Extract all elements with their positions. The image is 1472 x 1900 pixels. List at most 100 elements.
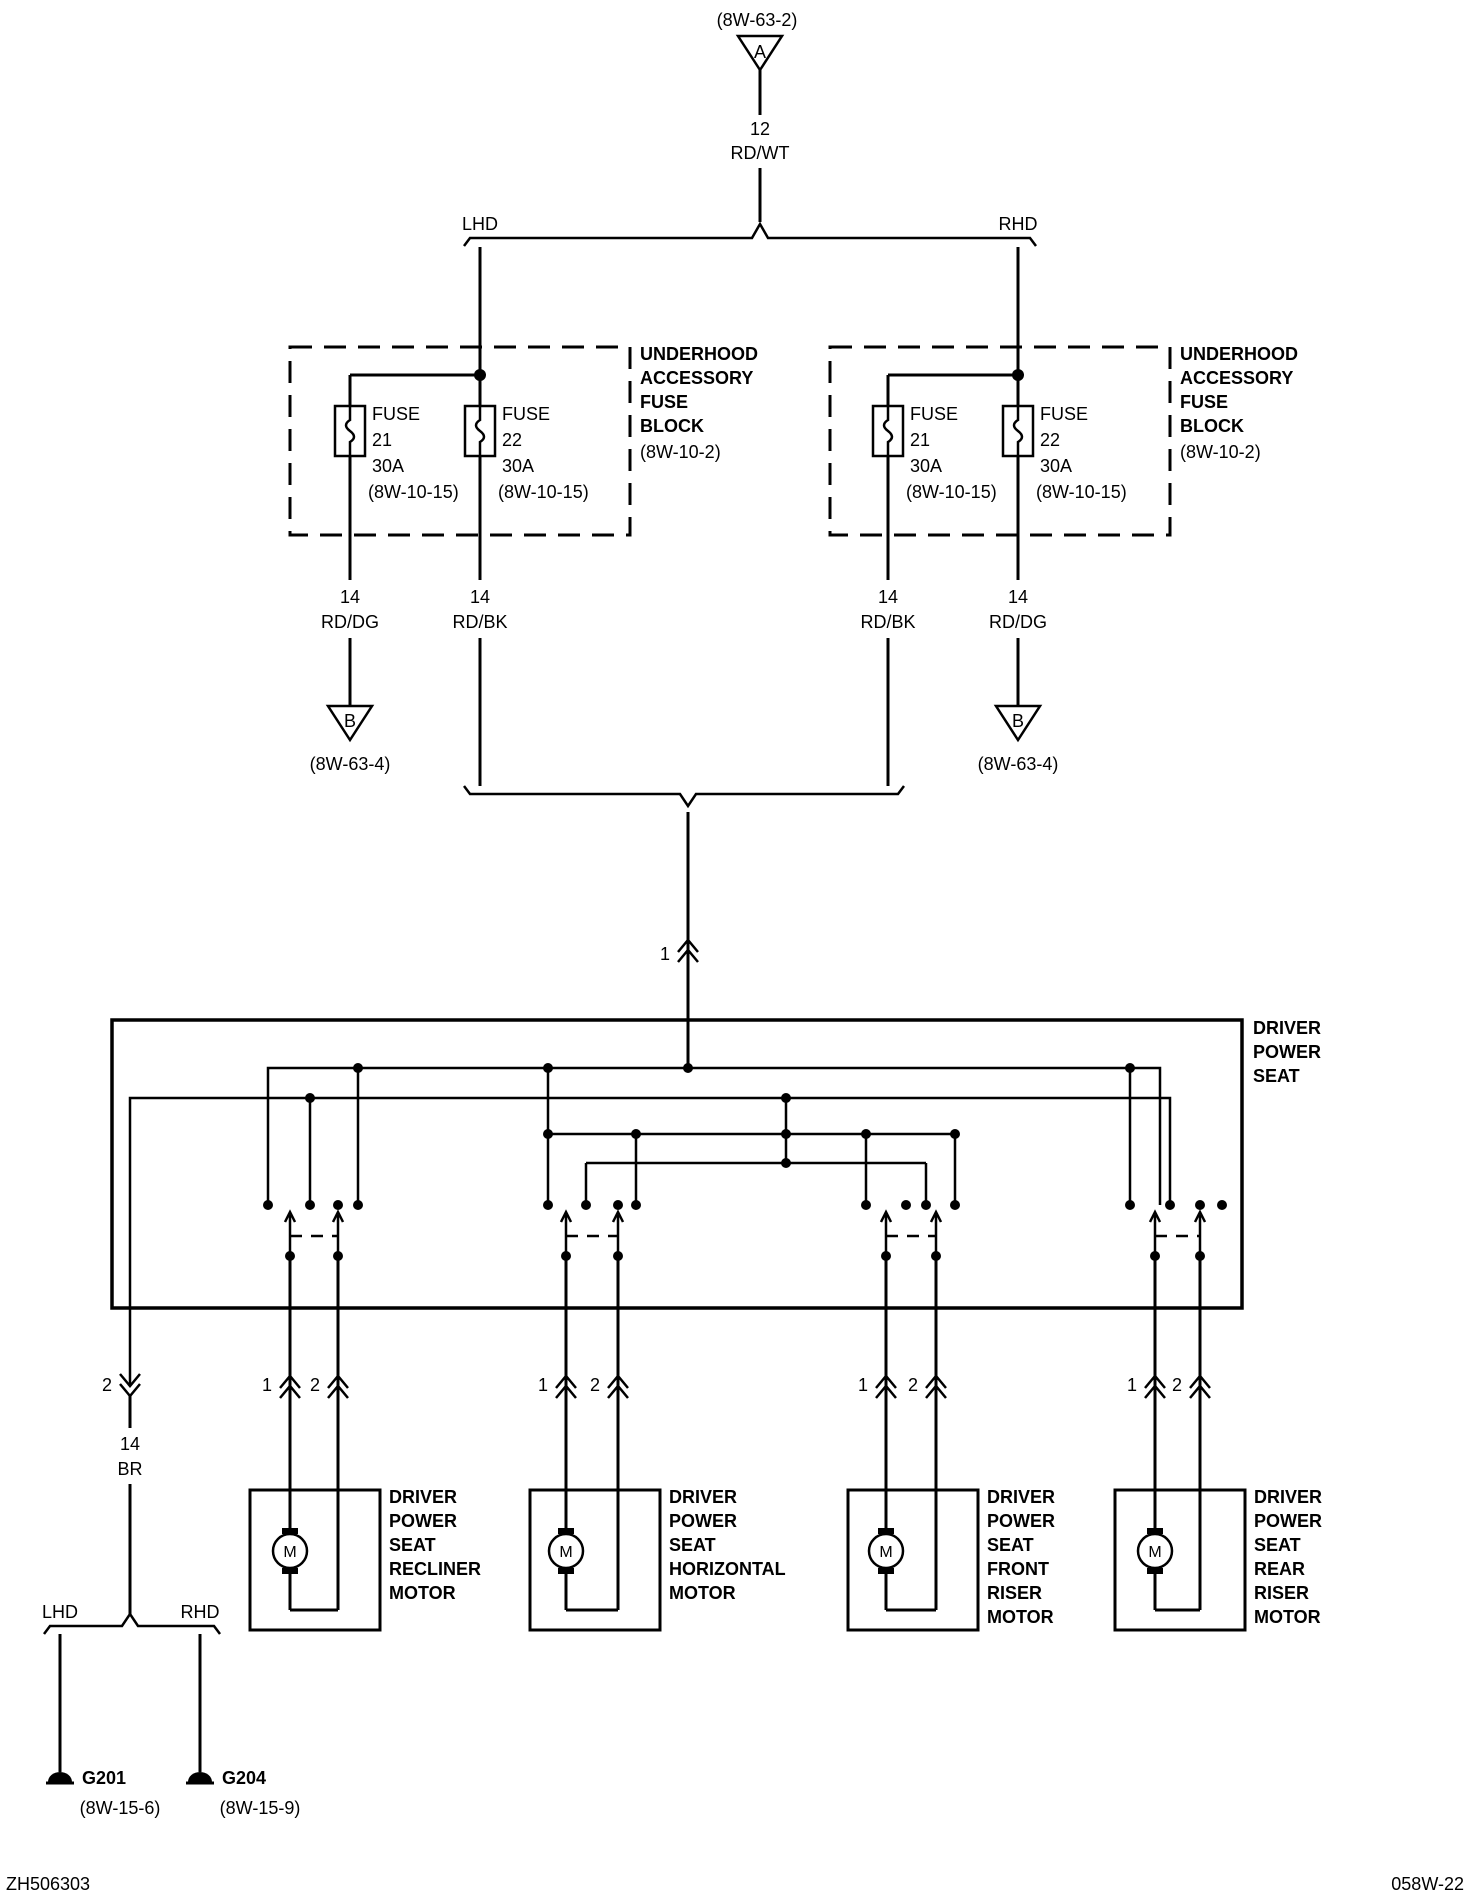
front-riser-label-1: DRIVER [987,1487,1055,1507]
lhd-block-title-1: UNDERHOOD [640,344,758,364]
rhd-block-title-1: UNDERHOOD [1180,344,1298,364]
lhd-fuse22-num: 22 [502,430,522,450]
sw1-c2 [305,1200,315,1210]
rhd-block-title-2: ACCESSORY [1180,368,1293,388]
sw1-arm-1 [283,1209,297,1256]
lhd-fuse21-label: FUSE [372,404,420,424]
rhd-fuse21-num: 21 [910,430,930,450]
splice-top-lhd: LHD [462,214,498,234]
sw4-c4 [1217,1200,1227,1210]
lhd-fuse22-label: FUSE [502,404,550,424]
top-wire-color: RD/WT [731,143,790,163]
sw2-arm-1 [559,1209,573,1256]
dps-label-1: DRIVER [1253,1018,1321,1038]
recliner-label-4: RECLINER [389,1559,481,1579]
lhd-fuse21-ref: (8W-10-15) [368,482,459,502]
lhd-fuse22-amps: 30A [502,456,534,476]
front-riser-motor: M [846,1488,980,1632]
footer-left: ZH506303 [6,1874,90,1894]
front-riser-label-5: RISER [987,1583,1042,1603]
top-wire-gauge: 12 [750,119,770,139]
connector-b-right-triangle [993,704,1043,743]
lhd-fuse22-ref: (8W-10-15) [498,482,589,502]
splice-top-bracket [463,221,1037,247]
rear-riser-pin-2: 2 [1172,1375,1182,1395]
rear-riser-label-2: POWER [1254,1511,1322,1531]
rhd-fuse22-num: 22 [1040,430,1060,450]
sw3-c3 [921,1200,931,1210]
lhd-out2-color: RD/BK [452,612,507,632]
sw2-c4 [631,1200,641,1210]
front-riser-pin-2: 2 [908,1375,918,1395]
rhd-out1-gauge: 14 [878,587,898,607]
rhd-block-title-3: FUSE [1180,392,1228,412]
rear-riser-label-1: DRIVER [1254,1487,1322,1507]
sw2-arm-2 [611,1209,625,1256]
sw1-c3 [333,1200,343,1210]
lhd-block-ref: (8W-10-2) [640,442,721,462]
horizontal-label-1: DRIVER [669,1487,737,1507]
g204-name: G204 [222,1768,266,1788]
recliner-motor: M [248,1488,382,1632]
ground-splice-bracket [43,1611,221,1635]
connector-b-left-triangle [325,704,375,743]
connector-b-right-ref: (8W-63-4) [978,754,1059,774]
ground-bus [128,1096,1172,1384]
dps-label-2: POWER [1253,1042,1321,1062]
ground-wire-color: BR [117,1459,142,1479]
sw3-arm-2 [929,1209,943,1256]
recliner-label-3: SEAT [389,1535,436,1555]
front-riser-motor-symbol: M [879,1544,892,1561]
horizontal-pin-1: 1 [538,1375,548,1395]
front-riser-label-6: MOTOR [987,1607,1054,1627]
connector-a-letter: A [754,42,766,62]
rhd-fuse21-label: FUSE [910,404,958,424]
top-connector-ref: (8W-63-2) [717,10,798,30]
horizontal-label-2: POWER [669,1511,737,1531]
horizontal-label-4: HORIZONTAL [669,1559,786,1579]
splice-bottom-bracket [463,785,905,809]
horizontal-motor-symbol: M [559,1544,572,1561]
rear-riser-label-4: REAR [1254,1559,1305,1579]
recliner-label-1: DRIVER [389,1487,457,1507]
sw1-arm-2 [331,1209,345,1256]
rhd-fuse21-ref: (8W-10-15) [906,482,997,502]
connector-b-left-ref: (8W-63-4) [310,754,391,774]
rhd-block-title-4: BLOCK [1180,416,1244,436]
sw3-c1 [861,1200,871,1210]
rhd-fuse21-amps: 30A [910,456,942,476]
rear-riser-motor-symbol: M [1148,1544,1161,1561]
sw3-arm-1 [879,1209,893,1256]
lhd-fuse21-amps: 30A [372,456,404,476]
lhd-out2-gauge: 14 [470,587,490,607]
horizontal-label-3: SEAT [669,1535,716,1555]
recliner-label-2: POWER [389,1511,457,1531]
lhd-fuse21-element [344,406,356,456]
rhd-fuse22-ref: (8W-10-15) [1036,482,1127,502]
sw3-c2 [901,1200,911,1210]
sw3-c4 [950,1200,960,1210]
ground-wire-gauge: 14 [120,1434,140,1454]
dps-label-3: SEAT [1253,1066,1300,1086]
sw4-arm-2 [1193,1209,1207,1256]
driver-power-seat-box [110,1018,1244,1310]
rhd-fuse22-element [1012,406,1024,456]
ground-pin: 2 [102,1375,112,1395]
rear-riser-label-5: RISER [1254,1583,1309,1603]
recliner-label-5: MOTOR [389,1583,456,1603]
g204-ground-icon [188,1772,212,1782]
sw4-c2 [1165,1200,1175,1210]
sw4-c1 [1125,1200,1135,1210]
footer-right: 058W-22 [1391,1874,1464,1894]
rhd-out2-color: RD/DG [989,612,1047,632]
lhd-block-title-4: BLOCK [640,416,704,436]
power-bus [266,1066,1162,1205]
horizontal-label-5: MOTOR [669,1583,736,1603]
rear-riser-pin-1: 1 [1127,1375,1137,1395]
rhd-block-ref: (8W-10-2) [1180,442,1261,462]
splice-top-rhd: RHD [999,214,1038,234]
rhd-fuse22-amps: 30A [1040,456,1072,476]
front-riser-label-2: POWER [987,1511,1055,1531]
lhd-out1-color: RD/DG [321,612,379,632]
